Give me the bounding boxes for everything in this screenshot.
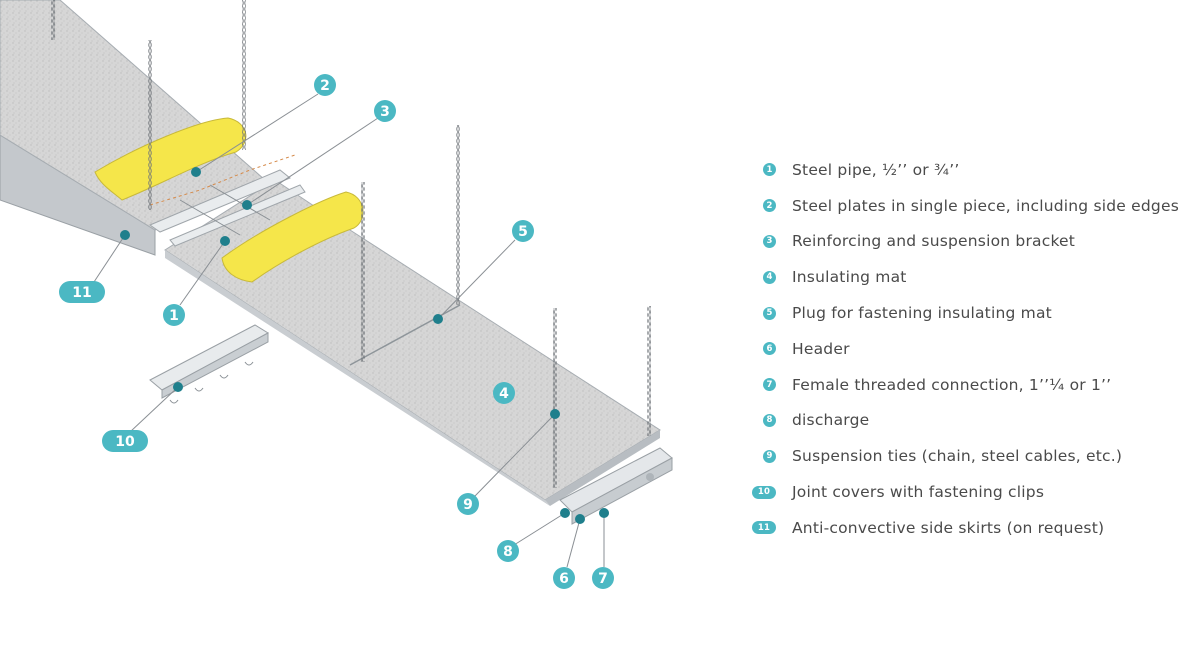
svg-text:9: 9 xyxy=(463,497,473,513)
legend-text: Plug for fastening insulating mat xyxy=(792,304,1052,323)
chain xyxy=(148,40,152,210)
svg-text:10: 10 xyxy=(115,434,135,450)
legend-item: 1 Steel pipe, ½’’ or ¾’’ xyxy=(756,152,1187,188)
legend-text: Insulating mat xyxy=(792,268,907,287)
legend-text: Reinforcing and suspension bracket xyxy=(792,232,1076,251)
anchor-dots xyxy=(120,167,609,524)
chain xyxy=(361,182,365,362)
legend-badge: 11 xyxy=(752,521,776,535)
legend-badge: 7 xyxy=(763,378,776,392)
legend-item: 3 Reinforcing and suspension bracket xyxy=(756,224,1187,260)
svg-text:1: 1 xyxy=(169,308,179,324)
legend-text: Steel plates in single piece, including … xyxy=(792,196,1179,215)
legend-badge: 3 xyxy=(763,234,776,248)
panel-side-edge xyxy=(165,250,550,506)
callout-6: 6 xyxy=(553,567,575,589)
svg-text:11: 11 xyxy=(72,285,91,301)
svg-text:8: 8 xyxy=(503,544,513,560)
legend-item: 11 Anti-convective side skirts (on reques… xyxy=(752,510,1187,546)
legend-item: 6 Header xyxy=(756,331,1187,367)
legend-badge: 2 xyxy=(763,199,776,213)
callout-2: 2 xyxy=(314,74,336,96)
legend-badge: 1 xyxy=(763,163,776,177)
legend-badge: 5 xyxy=(763,306,776,320)
legend-badge: 4 xyxy=(763,270,776,284)
component-legend: 1 Steel pipe, ½’’ or ¾’’ 2 Steel plates in… xyxy=(752,152,1187,546)
legend-item: 8 discharge xyxy=(756,403,1187,439)
legend-text: Suspension ties (chain, steel cables, et… xyxy=(792,447,1123,466)
legend-item: 9 Suspension ties (chain, steel cables, e… xyxy=(756,438,1187,474)
callout-1: 1 xyxy=(163,304,185,326)
insulation-roll-left xyxy=(94,117,247,201)
legend-badge: 10 xyxy=(752,485,776,499)
legend-text: Female threaded connection, 1’’¼ or 1’’ xyxy=(792,375,1112,394)
svg-text:3: 3 xyxy=(380,104,390,120)
callout-11: 11 xyxy=(59,281,105,303)
legend-item: 2 Steel plates in single piece, including… xyxy=(756,188,1187,224)
legend-item: 4 Insulating mat xyxy=(756,259,1187,295)
suspension-chains xyxy=(51,0,651,488)
legend-badge: 9 xyxy=(763,449,776,463)
svg-text:5: 5 xyxy=(518,224,528,240)
svg-text:2: 2 xyxy=(320,78,330,94)
legend-item: 7 Female threaded connection, 1’’¼ or 1’’ xyxy=(756,367,1187,403)
chain xyxy=(51,0,55,40)
chain xyxy=(242,0,246,150)
callout-5: 5 xyxy=(512,220,534,242)
legend-badge: 8 xyxy=(763,413,776,427)
callouts: 2 3 5 11 1 10 4 9 8 6 7 xyxy=(59,74,614,589)
legend-text: Anti-convective side skirts (on request) xyxy=(792,518,1105,537)
callout-3: 3 xyxy=(374,100,396,122)
legend-text: Joint covers with fastening clips xyxy=(792,483,1045,502)
bracket-frame xyxy=(148,154,306,247)
callout-4: 4 xyxy=(493,382,515,404)
radiant-panel-diagram: 2 3 5 11 1 10 4 9 8 6 7 xyxy=(0,0,673,589)
svg-text:7: 7 xyxy=(598,571,608,587)
joint-cover xyxy=(149,324,270,404)
right-panel-front-edge xyxy=(545,430,660,506)
legend-item: 5 Plug for fastening insulating mat xyxy=(756,295,1187,331)
callout-10: 10 xyxy=(102,430,148,452)
leader-lines xyxy=(91,93,605,568)
chain xyxy=(647,306,651,436)
svg-text:4: 4 xyxy=(499,386,509,402)
callout-7: 7 xyxy=(592,567,614,589)
legend-badge: 6 xyxy=(763,342,776,356)
callout-8: 8 xyxy=(497,540,519,562)
insulation-roll-right xyxy=(221,191,364,283)
callout-9: 9 xyxy=(457,493,479,515)
legend-text: Steel pipe, ½’’ or ¾’’ xyxy=(792,160,960,179)
chain xyxy=(553,308,557,488)
legend-text: Header xyxy=(792,339,850,358)
legend-text: discharge xyxy=(792,411,870,430)
legend-item: 10 Joint covers with fastening clips xyxy=(752,474,1187,510)
svg-text:6: 6 xyxy=(559,571,569,587)
insulation-mats xyxy=(94,117,364,283)
chain xyxy=(456,125,460,305)
